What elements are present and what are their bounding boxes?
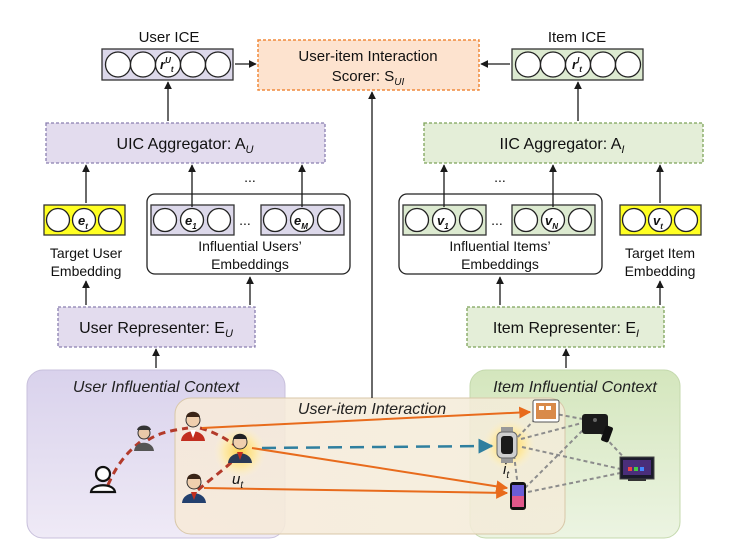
item-aggregator-ellipsis: ... bbox=[494, 169, 506, 185]
svg-text:eM: eM bbox=[294, 213, 308, 231]
svg-text:Embedding: Embedding bbox=[625, 263, 696, 279]
svg-text:e1: e1 bbox=[185, 213, 197, 231]
user-representer: User Representer: EU bbox=[57, 306, 256, 348]
tablet-icon bbox=[532, 399, 560, 423]
svg-text:rUt: rUt bbox=[160, 56, 174, 74]
svg-text:Influential Users’: Influential Users’ bbox=[198, 238, 302, 254]
svg-text:Item Representer: EI: Item Representer: EI bbox=[493, 320, 639, 340]
svg-text:UIC Aggregator: AU: UIC Aggregator: AU bbox=[117, 136, 254, 156]
svg-text:User Representer: EU: User Representer: EU bbox=[79, 320, 233, 340]
user-aggregator-ellipsis: ... bbox=[244, 169, 256, 185]
interaction-scorer: User-item Interaction Scorer: SUI bbox=[257, 39, 480, 91]
uic-aggregator: UIC Aggregator: AU bbox=[45, 122, 326, 164]
svg-text:it: it bbox=[503, 461, 510, 481]
target-user-label: ut bbox=[232, 471, 244, 491]
svg-text:Embeddings: Embeddings bbox=[461, 256, 539, 272]
svg-text:...: ... bbox=[239, 212, 251, 228]
tv-icon bbox=[619, 456, 655, 481]
interaction-title: User-item Interaction bbox=[298, 401, 446, 418]
target-user-icon bbox=[228, 433, 252, 463]
svg-text:ut: ut bbox=[232, 471, 244, 491]
user-ice: User ICE rUt bbox=[101, 29, 234, 81]
user-gray-icon bbox=[134, 425, 154, 451]
svg-text:rIt: rIt bbox=[572, 56, 582, 74]
user-context-title: User Influential Context bbox=[73, 379, 240, 396]
svg-text:Target User: Target User bbox=[50, 245, 123, 261]
svg-text:Influential Items’: Influential Items’ bbox=[449, 238, 550, 254]
svg-text:Scorer: SUI: Scorer: SUI bbox=[332, 68, 405, 88]
svg-text:vN: vN bbox=[545, 213, 558, 231]
flow-arrows bbox=[82, 60, 664, 398]
target-user-embedding: et Target User Embedding bbox=[43, 204, 126, 279]
svg-text:IIC Aggregator: AI: IIC Aggregator: AI bbox=[500, 136, 625, 156]
item-ice-title: Item ICE bbox=[548, 29, 606, 46]
svg-text:et: et bbox=[78, 213, 88, 231]
svg-text:Target Item: Target Item bbox=[625, 245, 695, 261]
user-ice-title: User ICE bbox=[139, 29, 200, 46]
influential-items-embeddings: v1 ... vN Influential Items’ Embeddings bbox=[398, 193, 603, 275]
target-item-label: it bbox=[503, 461, 510, 481]
svg-text:...: ... bbox=[491, 212, 503, 228]
svg-text:vt: vt bbox=[653, 213, 663, 231]
svg-text:User-item Interaction: User-item Interaction bbox=[298, 48, 437, 65]
iic-aggregator: IIC Aggregator: AI bbox=[423, 122, 704, 164]
item-context-title: Item Influential Context bbox=[493, 379, 657, 396]
interaction-edges bbox=[201, 406, 532, 499]
item-ice: Item ICE rIt bbox=[511, 29, 644, 81]
svg-text:v1: v1 bbox=[437, 213, 449, 231]
smartphone-icon bbox=[510, 482, 526, 510]
svg-text:Embedding: Embedding bbox=[51, 263, 122, 279]
svg-text:Embeddings: Embeddings bbox=[211, 256, 289, 272]
target-item-embedding: vt Target Item Embedding bbox=[619, 204, 702, 279]
user-outline-icon bbox=[89, 465, 117, 494]
user-blue-icon bbox=[182, 473, 206, 503]
user-red-icon bbox=[181, 411, 205, 441]
item-representer: Item Representer: EI bbox=[466, 306, 665, 348]
streaming-box-icon bbox=[582, 414, 613, 443]
influential-users-embeddings: e1 ... eM Influential Users’ Embeddings bbox=[146, 193, 351, 275]
smartwatch-icon bbox=[496, 427, 518, 463]
